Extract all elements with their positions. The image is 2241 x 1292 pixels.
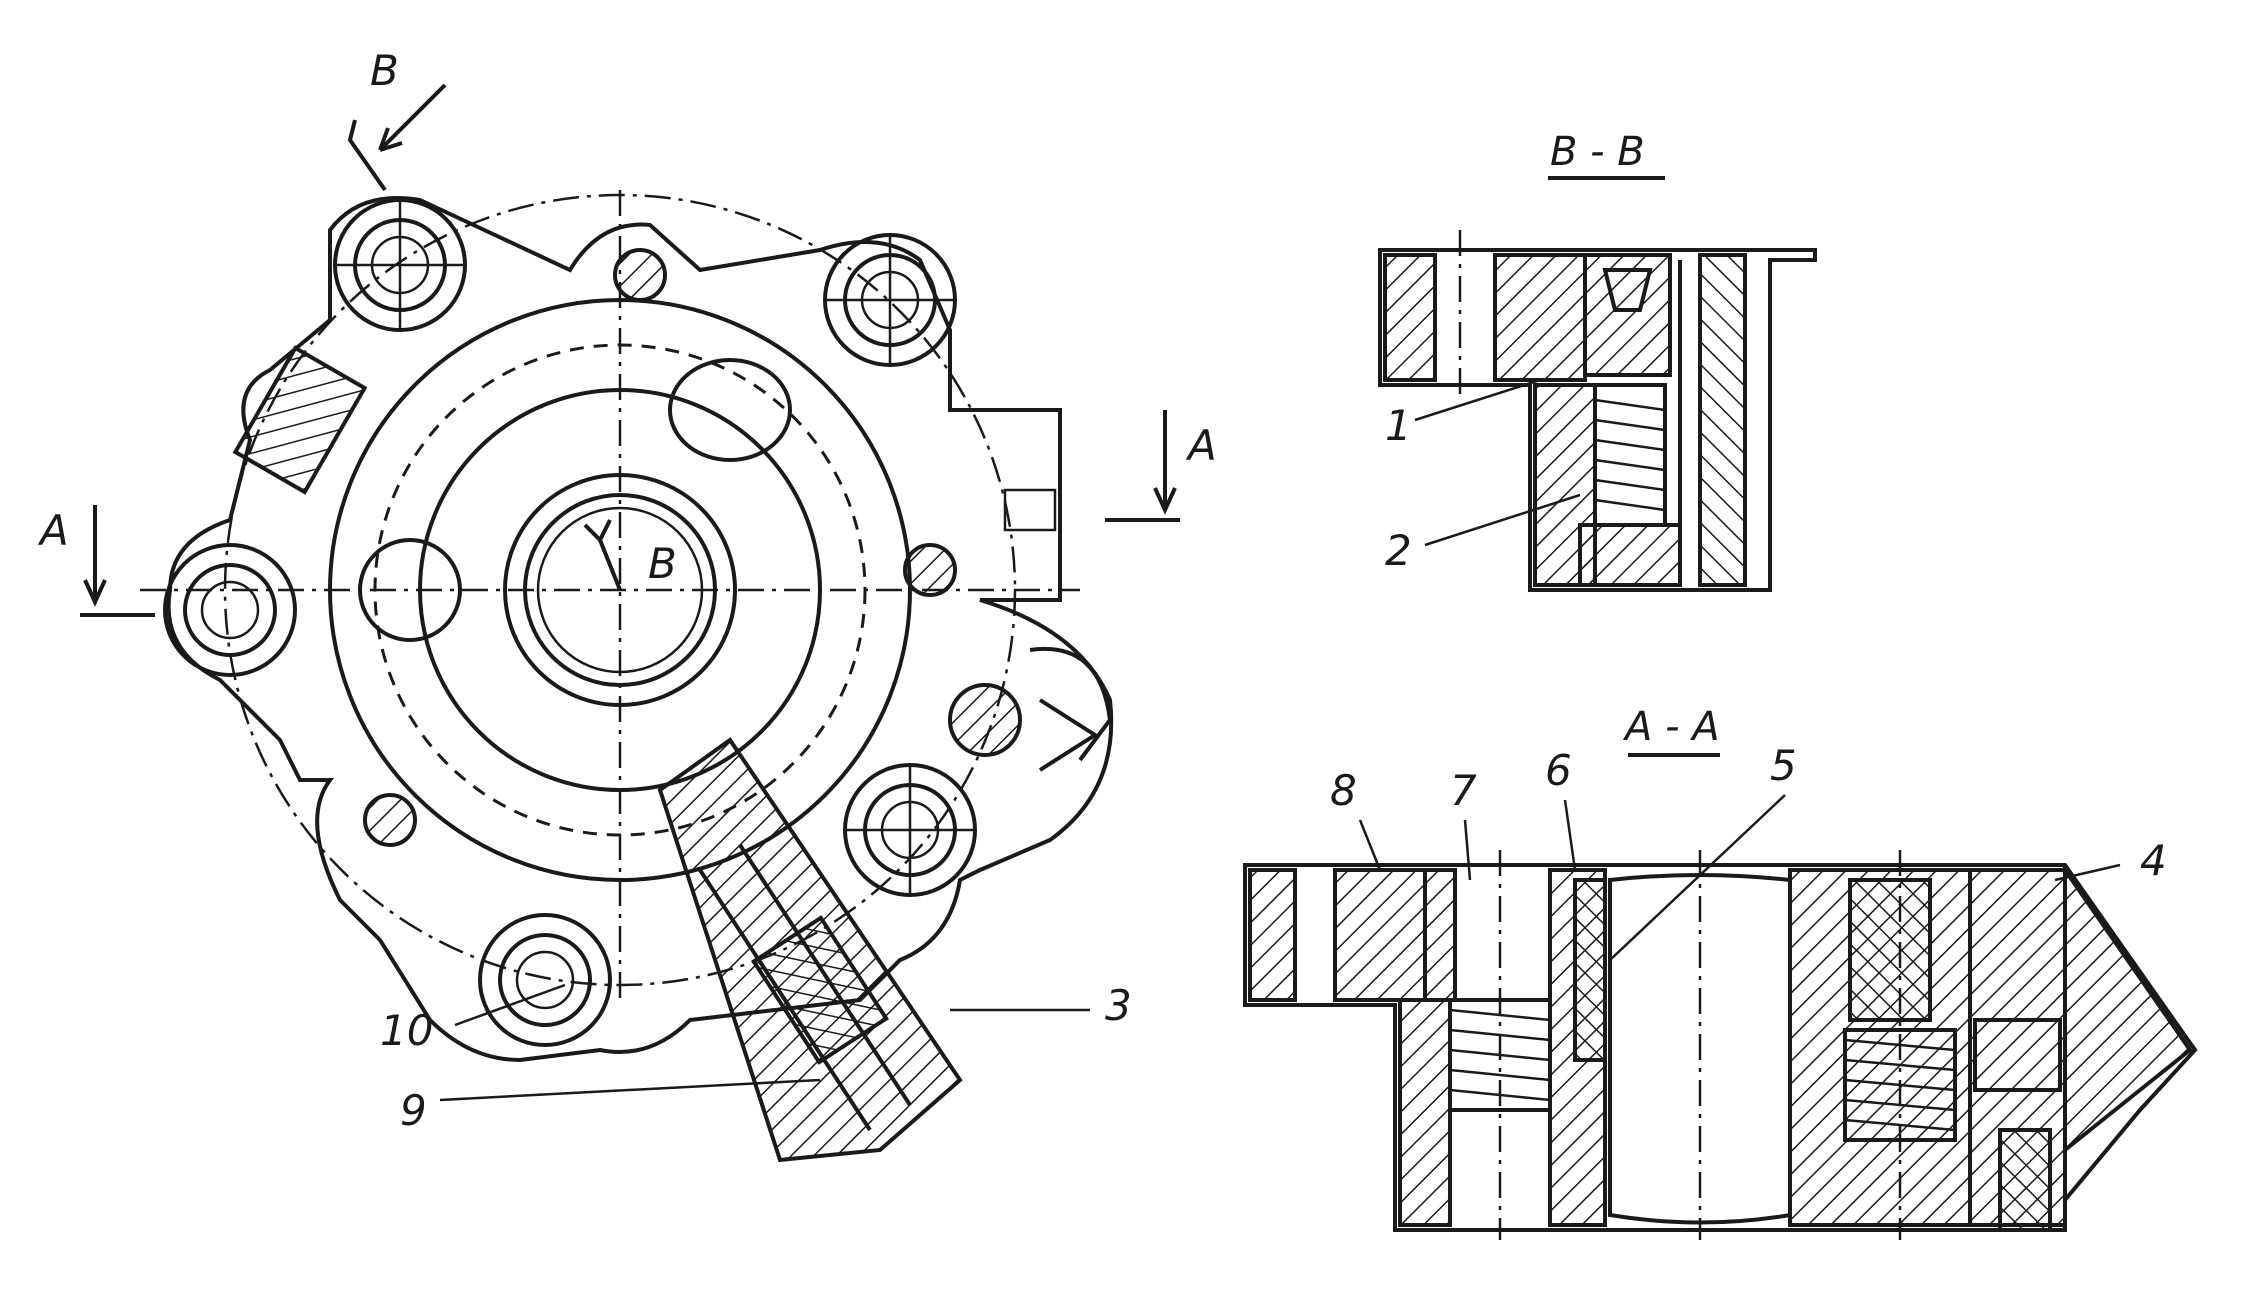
aa-flange bbox=[1333, 868, 1427, 1002]
bb-left-block bbox=[1383, 253, 1437, 382]
label-part-6: 6 bbox=[1545, 746, 1572, 795]
housing-outline bbox=[166, 196, 1114, 1063]
port-upper bbox=[668, 358, 792, 462]
left-lug bbox=[232, 345, 368, 495]
label-part-2: 2 bbox=[1385, 526, 1412, 575]
bb-plug-tip bbox=[1602, 268, 1653, 312]
section-a-right-indicator: A bbox=[1105, 410, 1217, 522]
aa-bottom-screw bbox=[1998, 1128, 2052, 1232]
label-part-1: 1 bbox=[1385, 401, 1412, 450]
section-a-left-label: A bbox=[37, 506, 69, 555]
section-b-label: B bbox=[370, 46, 399, 95]
leader-5 bbox=[1609, 794, 1786, 961]
section-bb-view: B - B 1 2 bbox=[1378, 129, 1817, 592]
right-adjuster bbox=[948, 488, 1113, 772]
valve-assembly bbox=[657, 737, 963, 1163]
section-bb-title: B - B bbox=[1550, 129, 1645, 175]
rotation-arrow-head bbox=[583, 519, 612, 542]
label-part-10: 10 bbox=[380, 1006, 433, 1055]
screw-bottom-left bbox=[363, 793, 417, 847]
leader-10 bbox=[454, 983, 566, 1027]
leader-8 bbox=[1358, 819, 1382, 871]
aa-left-block bbox=[1248, 868, 1297, 1002]
aa-plug-right bbox=[1848, 878, 1932, 1022]
bb-bottom-block bbox=[1578, 523, 1682, 587]
aa-ring-5 bbox=[1573, 878, 1607, 1062]
bolt-boss-left bbox=[163, 543, 297, 677]
aa-flange-edge bbox=[1423, 868, 1457, 1002]
aa-nose-pin bbox=[1973, 1018, 2062, 1092]
bolt-boss-top-right bbox=[823, 233, 957, 367]
screw-right bbox=[903, 543, 957, 597]
label-part-3: 3 bbox=[1105, 981, 1132, 1030]
leader-2 bbox=[1424, 493, 1581, 547]
section-aa-title: A - A bbox=[1622, 704, 1720, 750]
leader-7 bbox=[1463, 819, 1472, 881]
leader-6 bbox=[1563, 799, 1577, 871]
bolt-boss-bottom-right bbox=[843, 763, 977, 897]
section-a-right-label: A bbox=[1185, 421, 1217, 470]
label-part-7: 7 bbox=[1450, 766, 1477, 815]
bolt-boss-top-left bbox=[333, 198, 467, 332]
bb-spring bbox=[1593, 383, 1667, 527]
section-aa-view: A - A 8 bbox=[1243, 704, 2198, 1240]
label-part-9: 9 bbox=[400, 1086, 427, 1135]
label-part-5: 5 bbox=[1770, 741, 1797, 790]
leader-9 bbox=[439, 1078, 821, 1102]
label-part-8: 8 bbox=[1330, 766, 1357, 815]
leader-4 bbox=[2054, 863, 2121, 882]
bb-right-wall bbox=[1698, 253, 1747, 587]
aa-left-wall bbox=[1398, 998, 1452, 1227]
leader-1 bbox=[1414, 378, 1541, 422]
screw-top bbox=[613, 248, 667, 302]
bb-outline bbox=[1378, 248, 1817, 592]
rotation-arrow-line bbox=[598, 539, 622, 591]
bb-mid-block bbox=[1493, 253, 1587, 382]
label-part-4: 4 bbox=[2140, 836, 2167, 885]
bb-plug bbox=[1583, 253, 1672, 377]
section-a-left-indicator: A bbox=[37, 505, 155, 617]
center-b-label: B bbox=[648, 539, 677, 588]
section-b-indicator: B bbox=[347, 46, 447, 192]
aa-nose bbox=[2063, 863, 2193, 1155]
port-left bbox=[358, 538, 462, 642]
main-view: B A A B 10 3 9 bbox=[37, 46, 1217, 1163]
bolt-boss-bottom bbox=[478, 913, 612, 1047]
